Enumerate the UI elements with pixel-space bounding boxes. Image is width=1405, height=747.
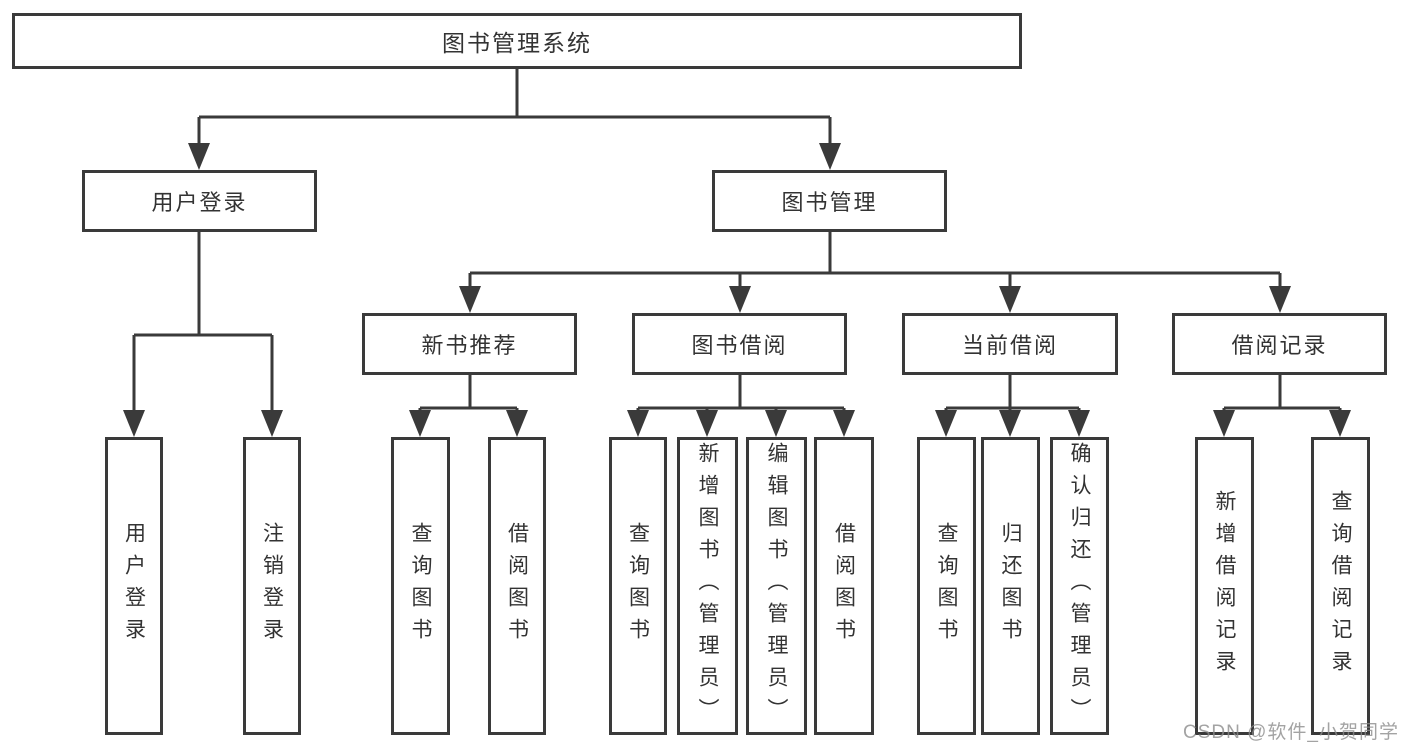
- node-book-management-label: 图书管理: [781, 190, 878, 215]
- arrowhead: [765, 410, 787, 437]
- leaf-return-book-label: 归还图书: [999, 522, 1022, 650]
- node-book-management: 图书管理: [712, 170, 947, 232]
- arrowhead: [696, 410, 718, 437]
- arrowhead: [819, 143, 841, 170]
- node-book-borrowing-label: 图书借阅: [691, 333, 788, 358]
- arrowhead: [1329, 410, 1351, 437]
- leaf-add-borrow-record-label: 新增借阅记录: [1213, 490, 1236, 682]
- watermark-text: CSDN @软件_小贺同学: [1183, 722, 1399, 743]
- arrowhead: [1269, 286, 1291, 313]
- leaf-logout: 注销登录: [243, 437, 301, 735]
- node-new-book-recommend-label: 新书推荐: [421, 333, 518, 358]
- leaf-borrow-book: 借阅图书: [814, 437, 874, 735]
- arrowhead: [729, 286, 751, 313]
- node-current-borrowing: 当前借阅: [902, 313, 1118, 375]
- node-user-login: 用户登录: [82, 170, 317, 232]
- node-borrowing-records: 借阅记录: [1172, 313, 1387, 375]
- connector-book-borrowing: [636, 375, 846, 412]
- connector-new-book-recommend: [418, 375, 519, 412]
- leaf-user-login-label: 用户登录: [122, 522, 146, 650]
- node-library-system: 图书管理系统: [12, 13, 1022, 69]
- arrowhead: [1213, 410, 1235, 437]
- leaf-add-book-admin: 新增图书（管理员）: [677, 437, 738, 735]
- arrowhead: [123, 410, 145, 437]
- leaf-borrow-books-recommend-label: 借阅图书: [505, 522, 529, 650]
- node-book-borrowing: 图书借阅: [632, 313, 847, 375]
- leaf-query-borrow-record: 查询借阅记录: [1311, 437, 1370, 735]
- leaf-confirm-return-admin: 确认归还（管理员）: [1050, 437, 1109, 735]
- leaf-return-book: 归还图书: [981, 437, 1040, 735]
- leaf-add-book-admin-label: 新增图书（管理员）: [696, 442, 719, 730]
- arrowhead: [1068, 410, 1090, 437]
- arrowhead: [627, 410, 649, 437]
- leaf-confirm-return-admin-label: 确认归还（管理员）: [1068, 442, 1091, 730]
- leaf-edit-book-admin-label: 编辑图书（管理员）: [765, 442, 788, 730]
- leaf-edit-book-admin: 编辑图书（管理员）: [746, 437, 807, 735]
- node-library-system-label: 图书管理系统: [442, 30, 592, 56]
- leaf-query-books-borrow: 查询图书: [609, 437, 667, 735]
- leaf-add-borrow-record: 新增借阅记录: [1195, 437, 1254, 735]
- node-new-book-recommend: 新书推荐: [362, 313, 577, 375]
- arrowhead: [935, 410, 957, 437]
- arrowhead: [261, 410, 283, 437]
- leaf-borrow-books-recommend: 借阅图书: [488, 437, 546, 735]
- connector-book-management: [468, 232, 1282, 288]
- arrowhead: [459, 286, 481, 313]
- node-current-borrowing-label: 当前借阅: [961, 333, 1058, 358]
- connector-current-borrowing: [944, 375, 1081, 412]
- leaf-query-books-current-label: 查询图书: [935, 522, 958, 650]
- leaf-logout-label: 注销登录: [260, 522, 284, 650]
- leaf-borrow-book-label: 借阅图书: [832, 522, 856, 650]
- node-borrowing-records-label: 借阅记录: [1231, 333, 1328, 358]
- connector-borrowing-records: [1222, 375, 1342, 412]
- leaf-query-books-current: 查询图书: [917, 437, 976, 735]
- arrowhead: [999, 286, 1021, 313]
- arrowhead: [188, 143, 210, 170]
- leaf-query-books-borrow-label: 查询图书: [626, 522, 650, 650]
- arrowhead: [409, 410, 431, 437]
- leaf-query-books-recommend-label: 查询图书: [409, 522, 432, 650]
- leaf-query-books-recommend: 查询图书: [391, 437, 450, 735]
- connector-user-login: [132, 232, 274, 412]
- leaf-user-login: 用户登录: [105, 437, 163, 735]
- node-user-login-label: 用户登录: [151, 190, 248, 215]
- arrowhead: [833, 410, 855, 437]
- arrowhead: [506, 410, 528, 437]
- leaf-query-borrow-record-label: 查询借阅记录: [1329, 490, 1352, 682]
- arrowhead: [999, 410, 1021, 437]
- connector-root: [197, 69, 832, 145]
